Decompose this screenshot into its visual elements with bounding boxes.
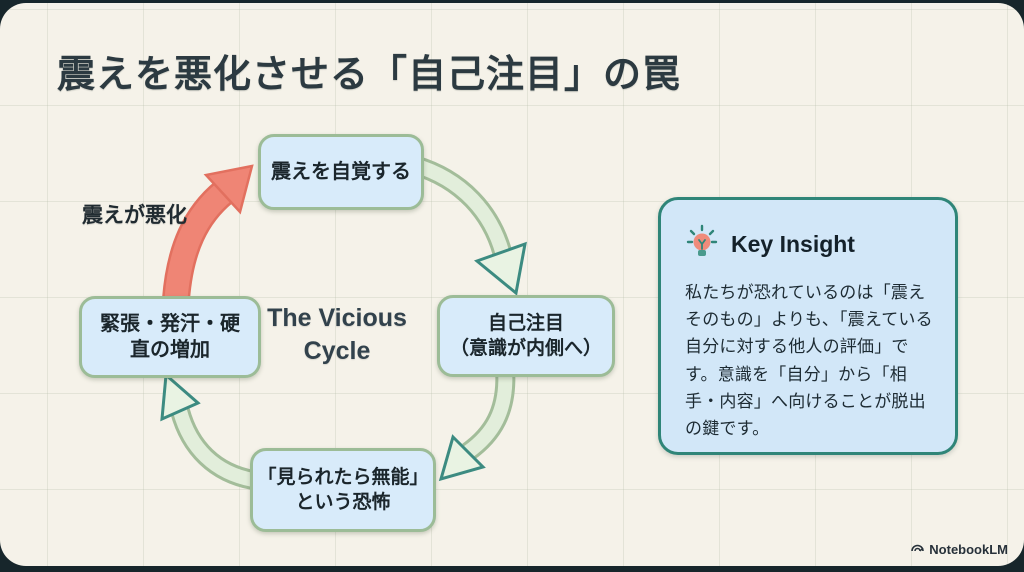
cycle-node-awareness: 震えを自覚する xyxy=(258,134,424,210)
cycle-node-label: 「見られたら無能」 xyxy=(257,466,429,488)
slide-title: 震えを悪化させる「自己注目」の罠 xyxy=(57,54,682,96)
cycle-node-label: という恐怖 xyxy=(295,492,391,513)
cycle-node-label: 自己注目 xyxy=(487,312,564,334)
cycle-node-label: 直の増加 xyxy=(130,339,210,361)
cycle-node-label: （意識が内側へ） xyxy=(449,338,602,359)
key-insight-title: Key Insight xyxy=(731,231,855,257)
slide-canvas: 震えを悪化させる「自己注目」の罠 震えを自覚する 自己注目 xyxy=(0,3,1024,566)
arrow-right-to-bottom xyxy=(438,368,516,482)
notebooklm-logo-icon xyxy=(910,541,925,558)
cycle-node-tension: 緊張・発汗・硬 直の増加 xyxy=(79,296,261,378)
lightbulb-icon xyxy=(685,224,719,265)
cycle-node-label: 緊張・発汗・硬 xyxy=(100,312,240,335)
brand-name: NotebookLM xyxy=(929,542,1008,557)
arrow-top-to-right xyxy=(410,155,527,296)
key-insight-header: Key Insight xyxy=(685,224,933,265)
cycle-node-self-focus: 自己注目 （意識が内側へ） xyxy=(437,295,615,377)
key-insight-body: 私たちが恐れているのは「震えそのもの」よりも、「震えている自分に対する他人の評価… xyxy=(685,283,933,438)
cycle-node-label: 震えを自覚する xyxy=(271,160,411,183)
arrow-bottom-to-left xyxy=(160,371,256,490)
worsen-edge-label: 震えが悪化 xyxy=(82,204,187,227)
arrow-left-to-top-worsen xyxy=(162,164,254,301)
cycle-center-label: The Vicious Cycle xyxy=(267,304,407,365)
cycle-node-fear: 「見られたら無能」 という恐怖 xyxy=(250,448,436,532)
brand-footer: NotebookLM xyxy=(910,541,1008,558)
key-insight-card: Key Insight 私たちが恐れているのは「震えそのもの」よりも、「震えてい… xyxy=(658,197,958,455)
